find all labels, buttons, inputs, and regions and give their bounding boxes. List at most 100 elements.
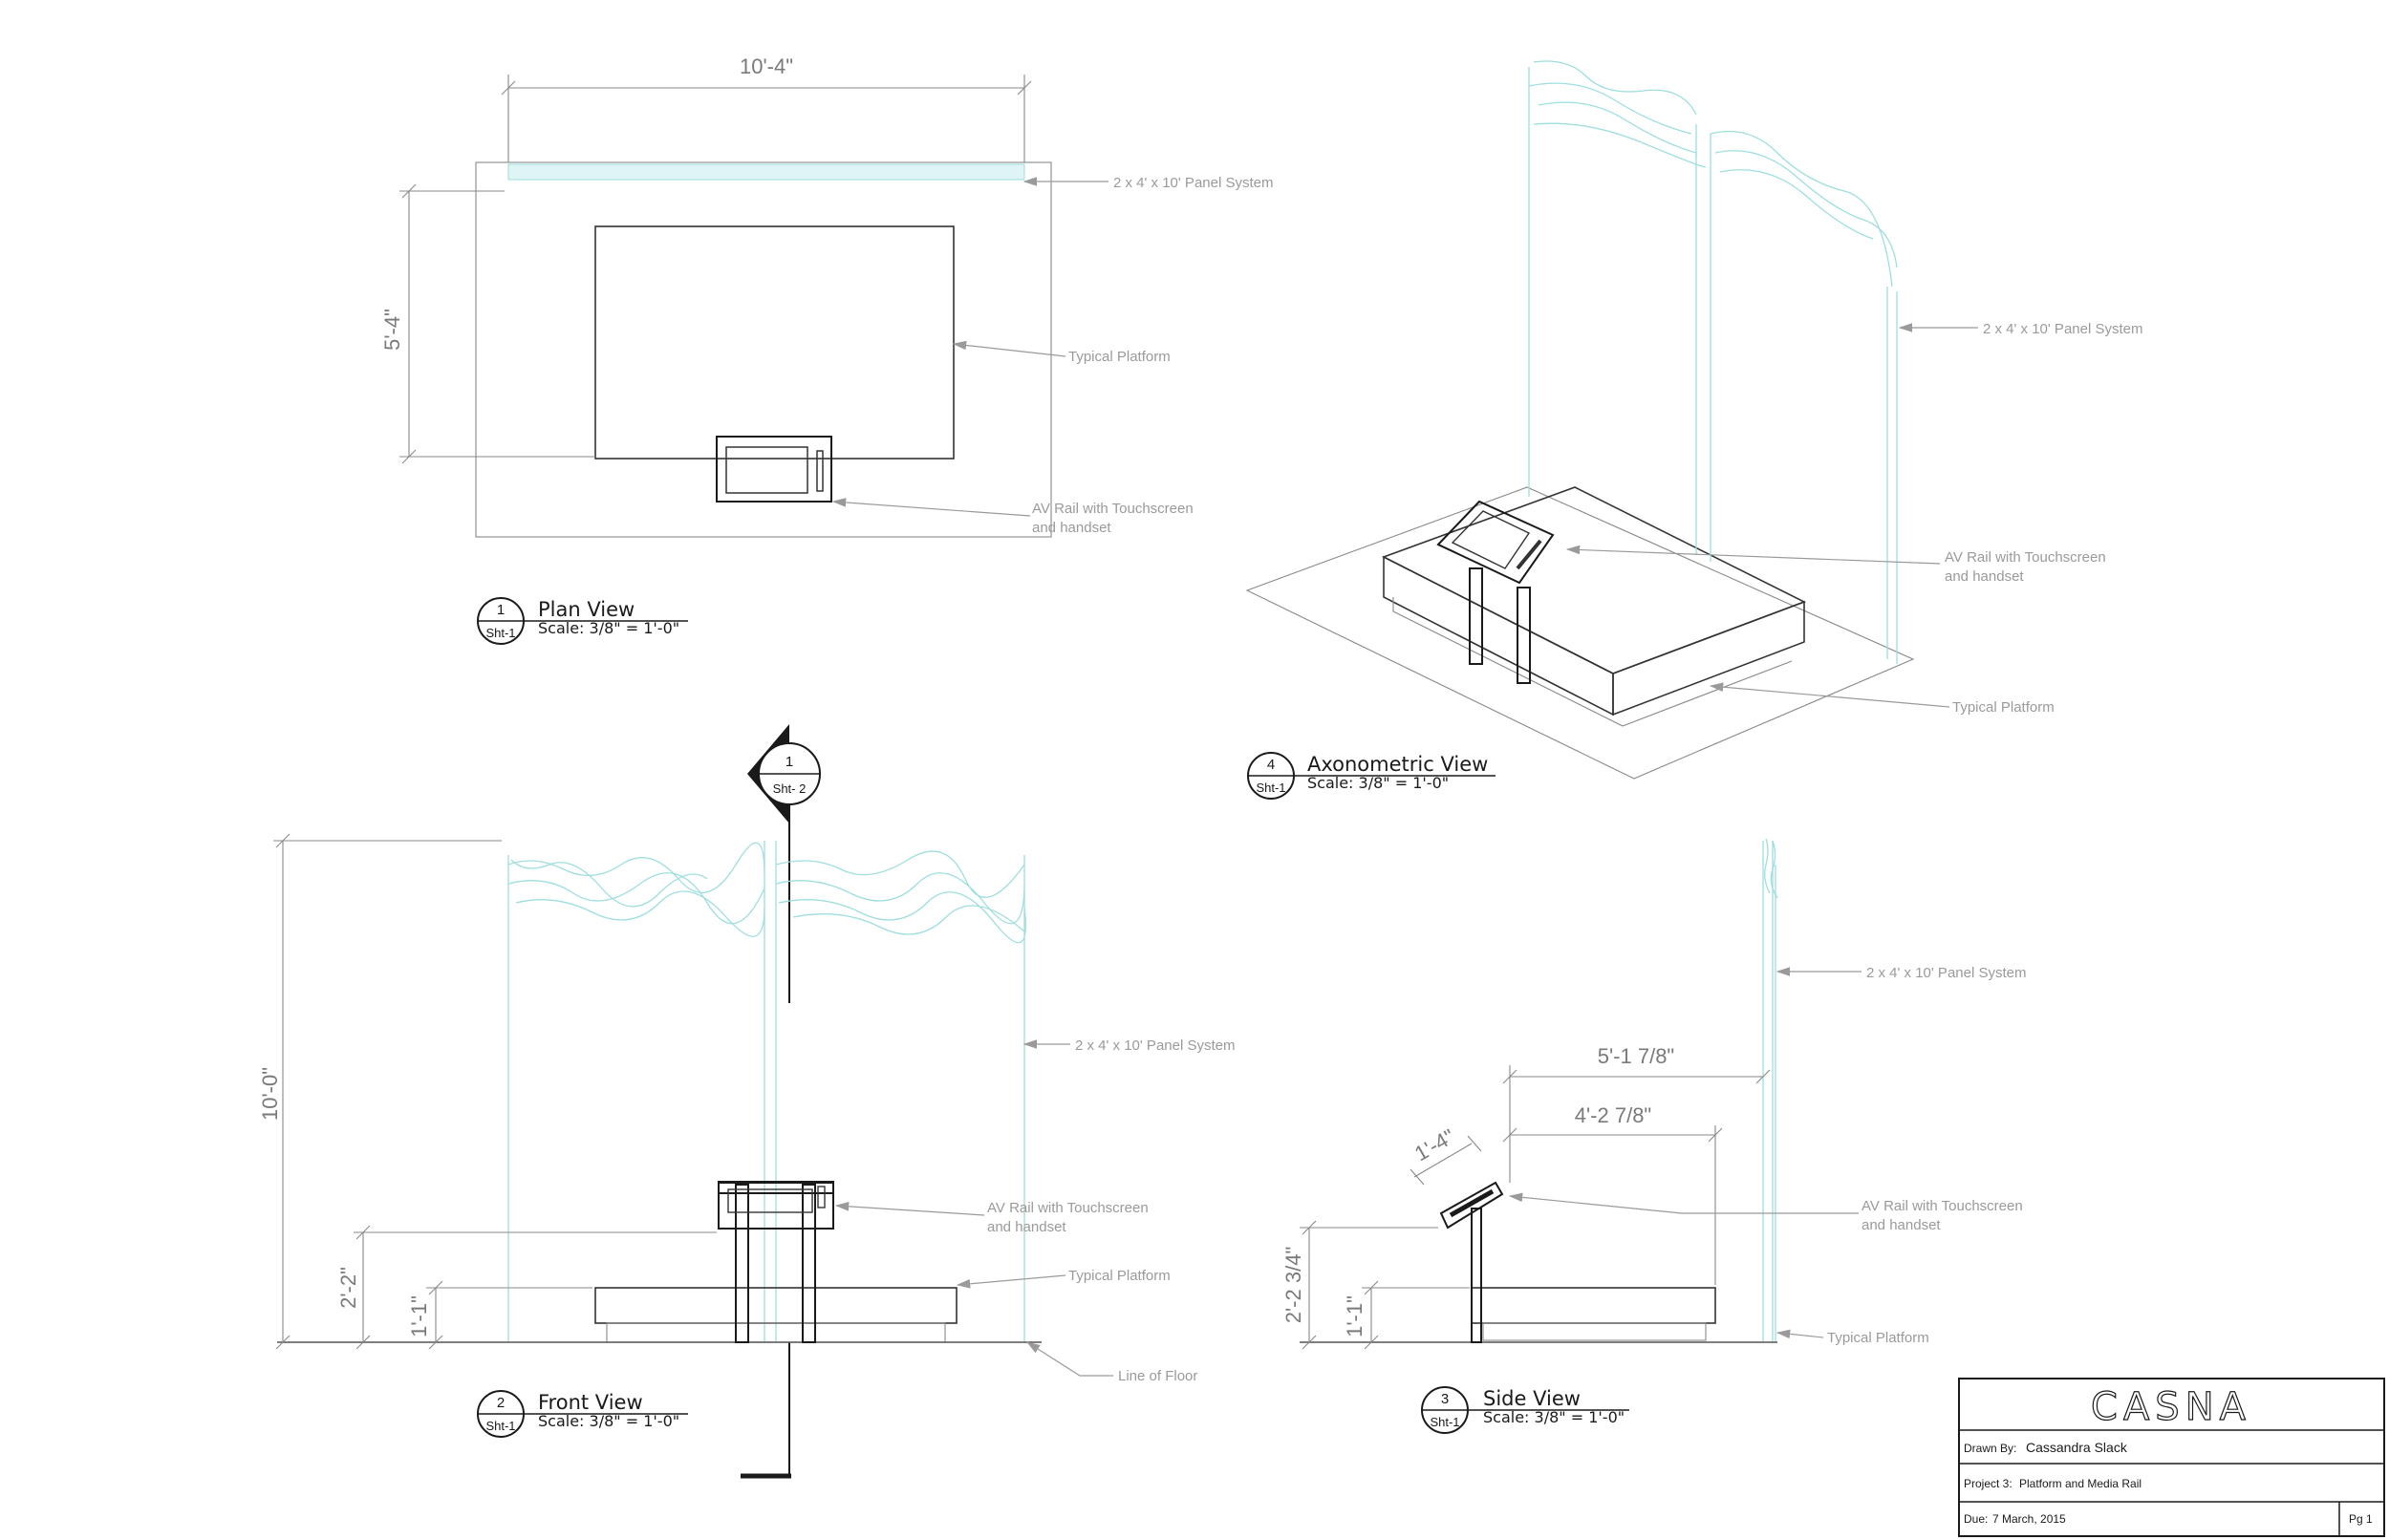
axon-platform-note: Typical Platform (1952, 699, 2055, 716)
axon-platform-base-front (1392, 610, 1624, 727)
side-av-note-1: AV Rail with Touchscreen (1862, 1198, 2023, 1214)
front-height-tick-bottom (275, 1335, 291, 1350)
front-platform-tick-top (428, 1280, 443, 1295)
axon-av-note-2: and handset (1945, 568, 2024, 585)
due-label: Due: (1964, 1512, 1988, 1526)
axon-view-number: 4 (1267, 757, 1275, 773)
axon-handset (1516, 539, 1542, 570)
section-marker-number: 1 (786, 754, 793, 770)
plan-width-tick-right (1017, 80, 1032, 96)
front-rail-post-right (802, 1184, 816, 1343)
side-rail-tick-bottom (1302, 1335, 1317, 1350)
plan-width-label: 10'-4" (740, 54, 793, 78)
drawn-by-name: Cassandra Slack (2026, 1440, 2128, 1455)
side-panel-top (1764, 838, 1778, 899)
front-platform-tick-bottom (428, 1335, 443, 1350)
side-panel-edges (1762, 841, 1776, 1342)
side-av-note-2: and handset (1862, 1217, 1941, 1233)
side-platform-dim-label: 4'-2 7/8" (1575, 1103, 1652, 1127)
side-view-number: 3 (1441, 1391, 1449, 1407)
front-handset (817, 1186, 826, 1208)
axon-av-rail-head (1436, 500, 1555, 585)
axon-platform-top (1381, 486, 1806, 674)
axon-view-sheet: Sht-1 (1256, 781, 1285, 795)
plan-view-number: 1 (497, 602, 505, 618)
side-screen-tick-b (1467, 1135, 1482, 1152)
project-name: Platform and Media Rail (2019, 1477, 2141, 1490)
side-view: 5'-1 7/8" 4'-2 7/8" 1'-4" 2'-2 3/4" 1'-1… (1281, 838, 2026, 1434)
side-platform (1471, 1287, 1716, 1324)
axon-panel-waves (1528, 60, 1898, 288)
axonometric-view: 2 x 4' x 10' Panel System AV Rail with T… (1245, 60, 2142, 800)
axon-platform-base-side (1622, 660, 1793, 727)
front-view: 10'-0" 2'-2" 1'-1" 2 x 4' x 10' Panel Sy… (258, 833, 1235, 1438)
plan-depth-label: 5'-4" (380, 309, 404, 351)
front-av-note-2: and handset (987, 1219, 1066, 1235)
plan-platform (594, 225, 955, 460)
axon-platform-front (1383, 555, 1614, 717)
plan-view: 10'-4" 5'-4" 2 x 4' x 10' Panel System T… (380, 54, 1273, 645)
plan-av-note-1: AV Rail with Touchscreen (1032, 501, 1194, 517)
front-rail-post-left (735, 1184, 749, 1343)
side-view-sheet: Sht-1 (1430, 1415, 1459, 1429)
front-platform-label: 1'-1" (407, 1295, 431, 1337)
front-panel-note: 2 x 4' x 10' Panel System (1075, 1037, 1235, 1054)
plan-panel-note: 2 x 4' x 10' Panel System (1113, 175, 1273, 191)
axon-av-leader (1565, 545, 1941, 565)
page-number: Pg 1 (2349, 1512, 2373, 1526)
side-platform-note: Typical Platform (1827, 1330, 1929, 1346)
side-view-title: Side View (1483, 1387, 1581, 1410)
front-view-sheet: Sht-1 (485, 1419, 515, 1433)
side-platform-h-tick-bottom (1364, 1335, 1379, 1350)
side-platform-base (1482, 1322, 1707, 1341)
front-touchscreen (727, 1188, 813, 1213)
plan-touchscreen (725, 446, 808, 494)
side-platform-h-label: 1'-1" (1343, 1295, 1367, 1337)
axon-view-scale: Scale: 3/8" = 1'-0" (1307, 774, 1449, 792)
plan-av-leader (831, 498, 1031, 517)
side-screen-tick-a (1410, 1168, 1425, 1186)
front-platform-leader (956, 1274, 1066, 1289)
due-date: 7 March, 2015 (1992, 1512, 2066, 1526)
title-block: CASNA Drawn By: Cassandra Slack Project … (1958, 1378, 2385, 1537)
plan-handset (816, 450, 824, 492)
section-marker-sheet: Sht- 2 (773, 781, 807, 796)
axon-touchscreen (1451, 510, 1531, 569)
side-platform-tick-right (1708, 1127, 1723, 1143)
front-platform-note: Typical Platform (1068, 1268, 1171, 1284)
front-view-scale: Scale: 3/8" = 1'-0" (538, 1412, 679, 1430)
plan-view-scale: Scale: 3/8" = 1'-0" (538, 619, 679, 637)
axon-panel-note: 2 x 4' x 10' Panel System (1983, 321, 2142, 337)
axon-panel-joint (1695, 124, 1711, 562)
side-touchscreen (1449, 1188, 1495, 1218)
front-floor-leader (1025, 1341, 1113, 1377)
front-av-note-1: AV Rail with Touchscreen (987, 1200, 1149, 1216)
front-av-leader (834, 1202, 985, 1216)
plan-panel-system (507, 163, 1025, 181)
front-panel-waves (507, 842, 1026, 944)
plan-av-rail (716, 436, 832, 503)
casna-logo: CASNA (2091, 1385, 2251, 1429)
side-rail-tick-top (1302, 1220, 1317, 1235)
side-av-leader (1508, 1192, 1859, 1214)
axon-platform-leader (1709, 682, 1950, 708)
axon-floor-plane (1245, 486, 1915, 780)
plan-floor-outline (475, 161, 1052, 538)
axon-view-title: Axonometric View (1307, 753, 1488, 776)
side-platform-leader (1776, 1329, 1824, 1339)
front-height-tick-top (275, 833, 291, 848)
section-marker: 1 Sht- 2 (741, 724, 821, 1479)
side-panel-note: 2 x 4' x 10' Panel System (1866, 965, 2026, 981)
front-av-rail-head (718, 1182, 834, 1230)
front-rail-tick-top (355, 1225, 371, 1240)
front-panel-edges (507, 841, 1025, 1342)
plan-av-note-2: and handset (1032, 520, 1111, 536)
title-block-frame (1958, 1378, 2385, 1537)
front-rail-tick-bottom (355, 1335, 371, 1350)
side-platform-h-tick-top (1364, 1280, 1379, 1295)
plan-depth-tick-bottom (401, 449, 417, 464)
side-view-scale: Scale: 3/8" = 1'-0" (1483, 1408, 1625, 1426)
side-overall-tick-left (1502, 1069, 1517, 1084)
project-label: Project 3: (1964, 1477, 2012, 1490)
